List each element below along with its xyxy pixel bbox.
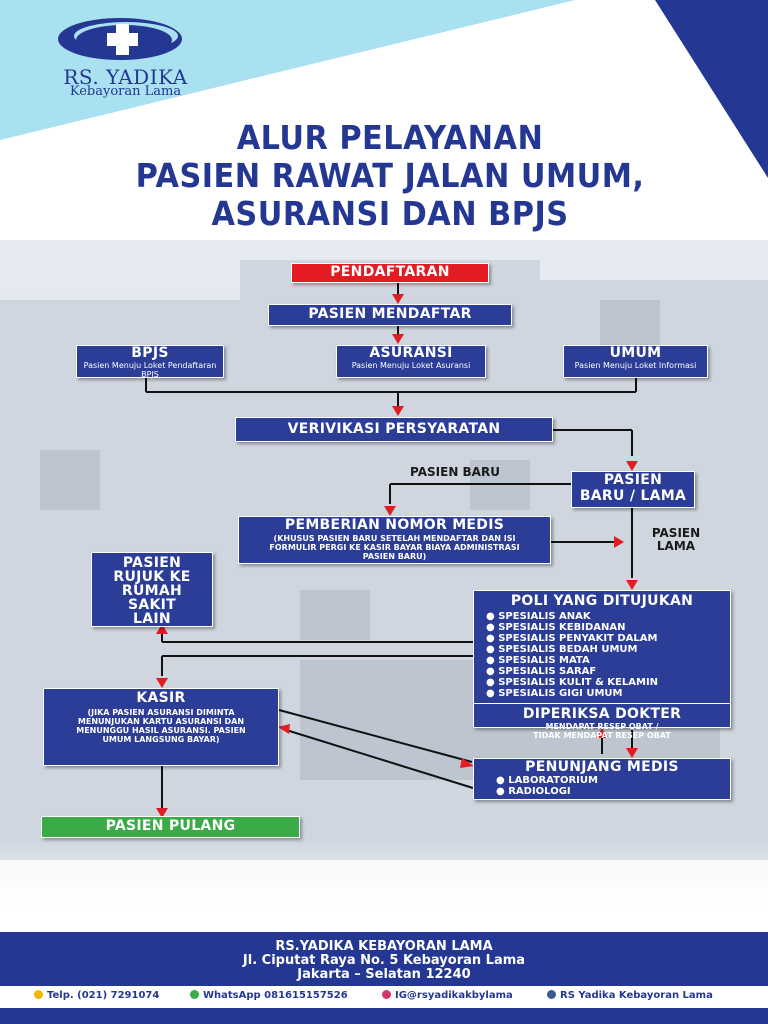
footer-hospital-name: RS.YADIKA KEBAYORAN LAMA <box>275 939 493 954</box>
hospital-cross-logo-icon <box>58 18 182 60</box>
page-title-line-3: ASURANSI DAN BPJS <box>211 194 569 233</box>
arrowhead <box>626 580 638 590</box>
poli-item: ● SPESIALIS PENYAKIT DALAM <box>486 633 658 644</box>
whatsapp-contact: WhatsApp 081615157526 <box>190 990 348 1001</box>
arrowhead <box>626 461 638 471</box>
pasien-mendaftar-box: PASIEN MENDAFTAR <box>268 304 512 326</box>
poli-item: ● SPESIALIS GIGI UMUM <box>486 688 623 699</box>
footer-address-line-2: Jakarta – Selatan 12240 <box>297 967 471 982</box>
dokter-line-2: TIDAK MENDAPAT RESEP OBAT <box>533 731 671 740</box>
asuransi-title: ASURANSI <box>369 345 453 361</box>
logo-name: RS. YADIKA <box>63 65 188 89</box>
facebook-contact: RS Yadika Kebayoran Lama <box>547 990 713 1001</box>
rujuk-line-3: RUMAH <box>121 583 183 599</box>
page-title-line-2: PASIEN RAWAT JALAN UMUM, <box>135 156 645 195</box>
logo-subtitle: Kebayoran Lama <box>69 84 182 99</box>
whatsapp-icon <box>190 990 199 999</box>
footer-address-line-1: Jl. Ciputat Raya No. 5 Kebayoran Lama <box>242 953 526 968</box>
poli-item: ● SPESIALIS BEDAH UMUM <box>486 644 638 655</box>
building-window <box>40 450 100 510</box>
pasien-pulang-box: PASIEN PULANG <box>41 816 300 838</box>
poli-list: ● SPESIALIS ANAK ● SPESIALIS KEBIDANAN ●… <box>474 611 730 699</box>
bpjs-title: BPJS <box>131 345 169 361</box>
phone-icon <box>34 990 43 999</box>
pasien-baru-lama-box: PASIEN BARU / LAMA <box>571 471 695 508</box>
rujuk-line-2: RUJUK KE <box>113 569 191 585</box>
pasien-baru-label: PASIEN BARU <box>410 465 500 479</box>
instagram-contact: IG@rsyadikakbylama <box>382 990 513 1001</box>
penunjang-item: ● LABORATORIUM <box>496 775 598 786</box>
building-window <box>600 300 660 350</box>
footer-contacts: Telp. (021) 7291074 WhatsApp 08161515752… <box>0 986 768 1008</box>
arrowhead <box>392 406 404 416</box>
penunjang-medis-box: PENUNJANG MEDIS ● LABORATORIUM ● RADIOLO… <box>473 758 731 800</box>
umum-desc: Pasien Menuju Loket Informasi <box>574 361 697 370</box>
dokter-section: DIPERIKSA DOKTER MENDAPAT RESEP OBAT / T… <box>474 703 730 740</box>
pendaftaran-box: PENDAFTARAN <box>291 263 489 283</box>
pasien-lama-label-line-2: LAMA <box>656 539 696 553</box>
arrowhead <box>156 624 168 634</box>
arrowhead <box>596 728 608 738</box>
arrowhead <box>614 536 624 548</box>
verifikasi-box: VERIVIKASI PERSYARATAN <box>235 417 553 442</box>
penunjang-title: PENUNJANG MEDIS <box>525 759 679 775</box>
facebook-icon <box>547 990 556 999</box>
pasien-baru-lama-line-1: PASIEN <box>603 472 663 488</box>
phone-contact: Telp. (021) 7291074 <box>34 990 159 1001</box>
pasien-lama-label-line-1: PASIEN <box>651 526 701 540</box>
pasien-lama-label: PASIEN LAMA <box>640 527 712 553</box>
penunjang-item: ● RADIOLOGI <box>496 786 571 797</box>
background-fade <box>0 840 768 930</box>
bpjs-box: BPJS Pasien Menuju Loket Pendaftaran BPJ… <box>76 345 224 379</box>
poli-item: ● SPESIALIS KEBIDANAN <box>486 622 626 633</box>
rujuk-line-1: PASIEN <box>122 555 182 571</box>
arrowhead <box>156 678 168 688</box>
dokter-line-1: MENDAPAT RESEP OBAT / <box>545 722 659 731</box>
rujuk-line-4: SAKIT <box>127 597 177 613</box>
arrowhead <box>392 294 404 304</box>
footer <box>0 932 768 1024</box>
bpjs-desc: Pasien Menuju Loket Pendaftaran BPJS <box>83 361 217 379</box>
arrowhead <box>392 334 404 344</box>
arrowhead <box>278 724 290 734</box>
nomor-medis-title: PEMBERIAN NOMOR MEDIS <box>284 517 505 533</box>
penunjang-list: ● LABORATORIUM ● RADIOLOGI <box>474 775 730 797</box>
kasir-title: KASIR <box>136 690 186 706</box>
arrowhead <box>626 748 638 758</box>
arrowhead <box>384 506 396 516</box>
nomor-medis-box: PEMBERIAN NOMOR MEDIS (KHUSUS PASIEN BAR… <box>238 516 551 564</box>
kasir-desc: (JIKA PASIEN ASURANSI DIMINTA MENUNJUKAN… <box>76 708 246 744</box>
poli-title: POLI YANG DITUJUKAN <box>510 593 694 609</box>
umum-title: UMUM <box>609 345 662 361</box>
dokter-title: DIPERIKSA DOKTER <box>522 706 682 722</box>
instagram-icon <box>382 990 391 999</box>
umum-box: UMUM Pasien Menuju Loket Informasi <box>563 345 708 378</box>
pasien-rujuk-box: PASIEN RUJUK KE RUMAH SAKIT LAIN <box>91 552 213 627</box>
poli-item: ● SPESIALIS ANAK <box>486 611 591 622</box>
arrowhead <box>156 808 168 818</box>
asuransi-desc: Pasien Menuju Loket Asuransi <box>351 361 471 370</box>
arrowhead <box>460 758 474 768</box>
rujuk-line-5: LAIN <box>133 611 171 627</box>
building-window <box>300 590 370 640</box>
poli-dokter-box: POLI YANG DITUJUKAN ● SPESIALIS ANAK ● S… <box>473 590 731 740</box>
poli-item: ● SPESIALIS MATA <box>486 655 590 666</box>
poli-item: ● SPESIALIS SARAF <box>486 666 597 677</box>
page-title-line-1: ALUR PELAYANAN <box>236 118 544 157</box>
asuransi-box: ASURANSI Pasien Menuju Loket Asuransi <box>336 345 486 378</box>
poli-item: ● SPESIALIS KULIT & KELAMIN <box>486 677 659 688</box>
nomor-medis-desc: (KHUSUS PASIEN BARU SETELAH MENDAFTAR DA… <box>269 534 520 561</box>
pasien-baru-lama-line-2: BARU / LAMA <box>579 488 687 504</box>
kasir-box: KASIR (JIKA PASIEN ASURANSI DIMINTA MENU… <box>43 688 279 766</box>
